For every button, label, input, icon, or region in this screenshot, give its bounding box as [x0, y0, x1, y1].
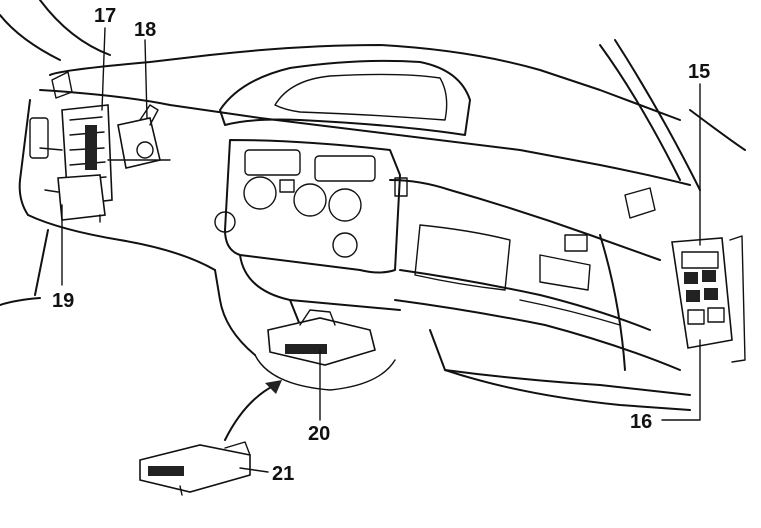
callout-20: 20 [308, 423, 330, 445]
right-dash-details [394, 177, 656, 371]
right-fuse-box [671, 235, 746, 363]
airbag-ecu [139, 441, 251, 496]
callout-15: 15 [688, 61, 710, 83]
leader-lines [61, 27, 701, 473]
callout-19: 19 [52, 290, 74, 312]
callout-16: 16 [630, 411, 652, 433]
left-junction-block [39, 104, 171, 223]
console-module [254, 309, 396, 391]
windshield-outline [0, 0, 746, 191]
center-console [214, 139, 401, 326]
instrument-cluster [219, 59, 471, 136]
callout-17: 17 [94, 5, 116, 27]
install-arrow [224, 380, 282, 441]
callout-18: 18 [134, 19, 156, 41]
dashboard-body [0, 44, 691, 411]
callout-21: 21 [272, 463, 294, 485]
left-vent [29, 71, 73, 159]
